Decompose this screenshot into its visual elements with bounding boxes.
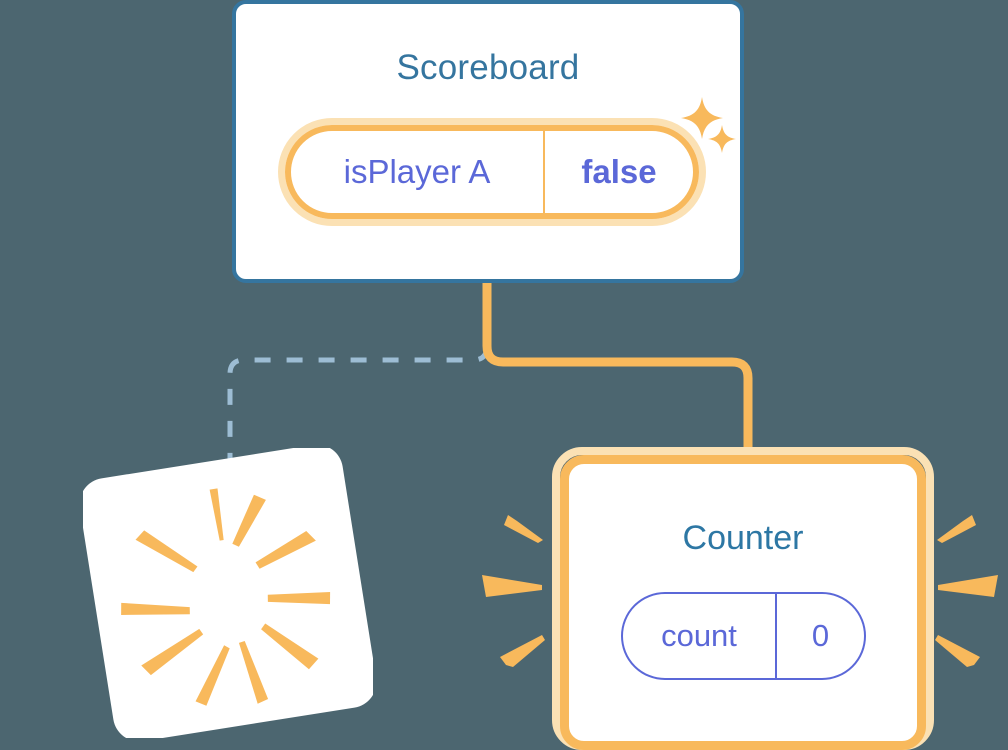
counter-pill-value: 0 [811, 618, 830, 653]
scoreboard-pill-value: false [581, 153, 657, 190]
sparkle-large-icon [681, 97, 723, 139]
scoreboard-title: Scoreboard [396, 48, 580, 87]
sparkle-small-icon [708, 125, 736, 153]
burst-card[interactable] [83, 448, 373, 738]
counter-rays-left [482, 515, 545, 667]
counter-rays-right [935, 515, 998, 667]
scoreboard-state-pill[interactable]: isPlayer A false [285, 125, 699, 219]
solid-connector-line [482, 283, 753, 462]
counter-title: Counter [682, 519, 804, 557]
scoreboard-pill-key: isPlayer A [291, 131, 545, 213]
scoreboard-card[interactable]: Scoreboard isPlayer A false [232, 0, 744, 283]
counter-card[interactable]: Counter count 0 [560, 455, 926, 750]
counter-pill-key: count [623, 594, 777, 678]
dashed-connector-line [227, 283, 490, 470]
burst-rays [121, 488, 331, 706]
counter-state-pill[interactable]: count 0 [621, 592, 866, 680]
scoreboard-pill-halo [278, 118, 706, 226]
